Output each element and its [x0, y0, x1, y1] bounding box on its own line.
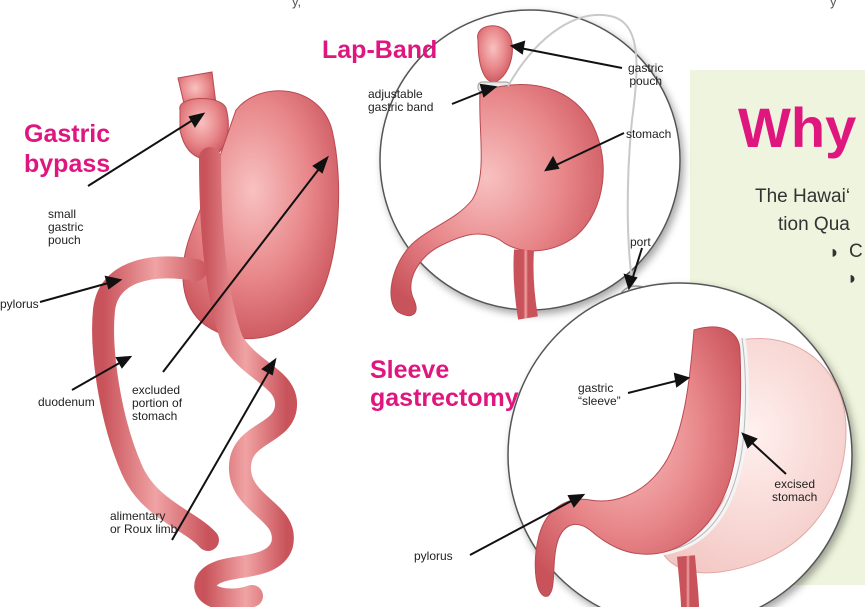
lap-band-title: Lap-Band: [322, 36, 437, 64]
label-alimentary-limb: alimentary or Roux limb: [110, 510, 177, 536]
label-excised-stomach: excised stomach: [772, 478, 817, 504]
label-port: port: [630, 236, 651, 249]
sleeve-title-line-1: Sleeve: [370, 356, 449, 384]
label-gastric-sleeve: gastric “sleeve”: [578, 382, 621, 408]
label-adjustable-band: adjustable gastric band: [368, 88, 433, 114]
label-lapband-stomach: stomach: [626, 128, 671, 141]
label-gastric-pouch: gastric pouch: [628, 62, 663, 88]
gastric-bypass-title-line-1: Gastric: [24, 120, 110, 148]
label-duodenum: duodenum: [38, 396, 95, 409]
label-excluded-portion: excluded portion of stomach: [132, 384, 182, 423]
label-small-gastric-pouch: small gastric pouch: [48, 208, 83, 247]
label-sleeve-pylorus: pylorus: [414, 550, 453, 563]
sleeve-title-line-2: gastrectomy: [370, 384, 519, 412]
gastric-bypass-title-line-2: bypass: [24, 150, 110, 178]
sleeve-illustration: [508, 283, 852, 607]
label-bypass-pylorus: pylorus: [0, 298, 39, 311]
